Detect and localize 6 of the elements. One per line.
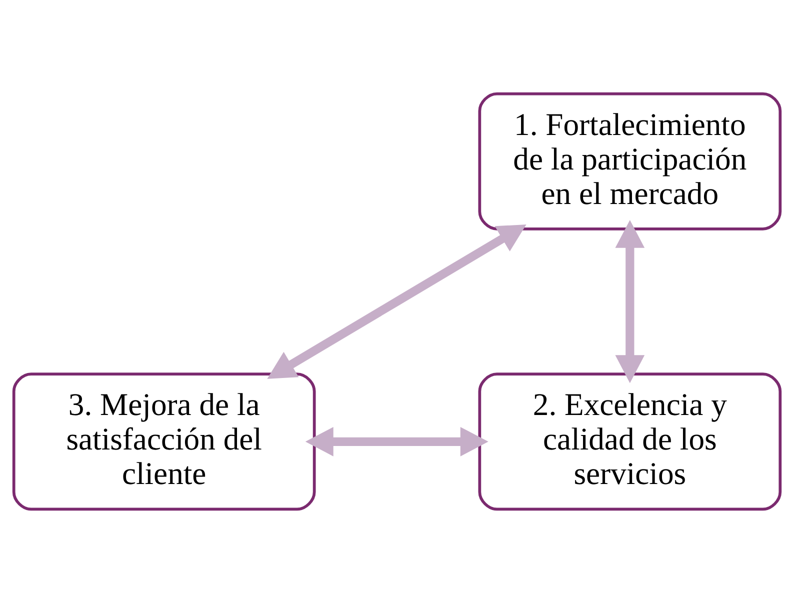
arrow	[615, 219, 645, 383]
arrow	[267, 224, 526, 378]
arrow	[305, 426, 488, 456]
node-box: 2. Excelencia y calidad de los servicios	[478, 372, 782, 510]
node-box: 1. Fortalecimiento de la participación en el mercado	[478, 92, 782, 230]
node-box: 3. Mejora de la satisfacción del cliente	[12, 372, 316, 510]
